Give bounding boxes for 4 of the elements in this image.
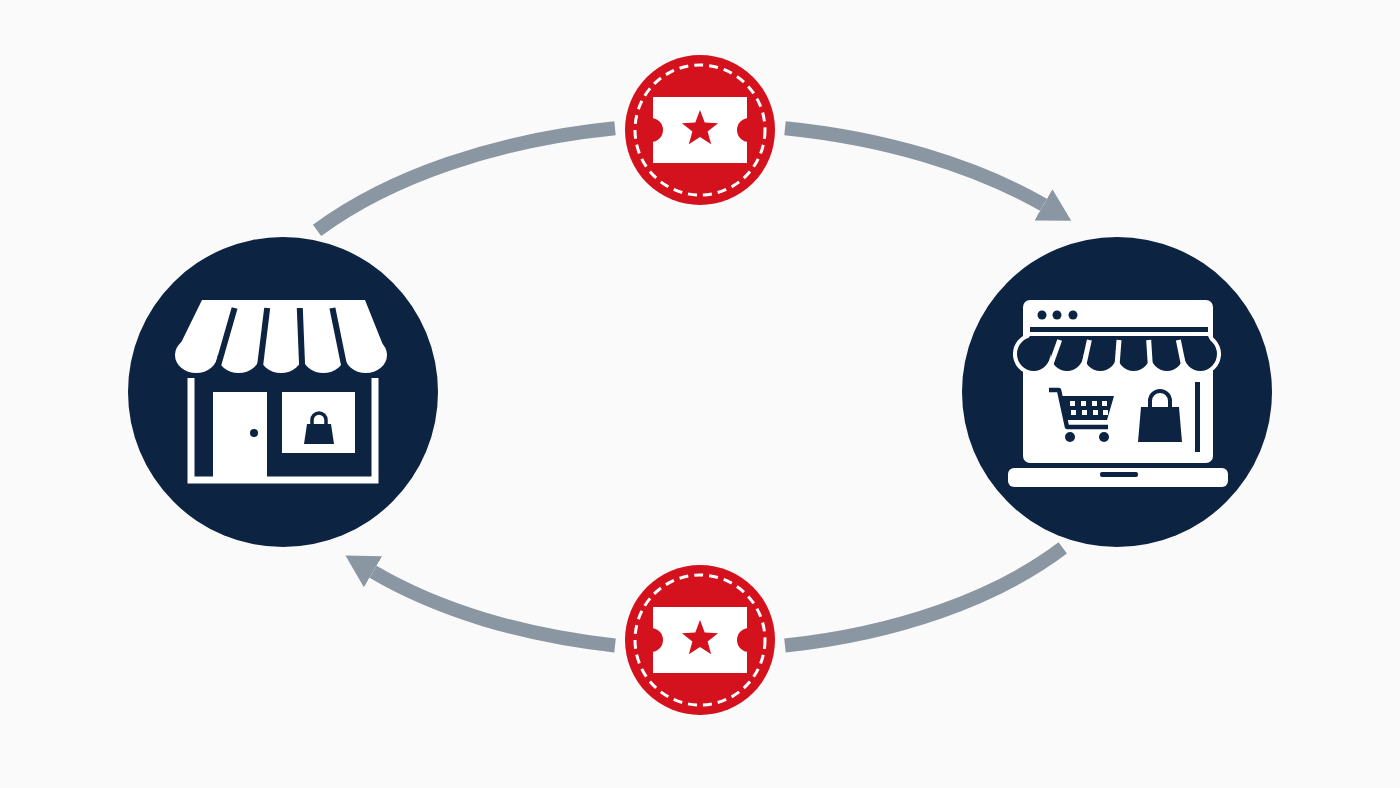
curved-line	[313, 121, 616, 237]
curved-arrow	[344, 555, 616, 653]
curved-arrow	[784, 121, 1073, 221]
curved-line	[784, 542, 1067, 653]
